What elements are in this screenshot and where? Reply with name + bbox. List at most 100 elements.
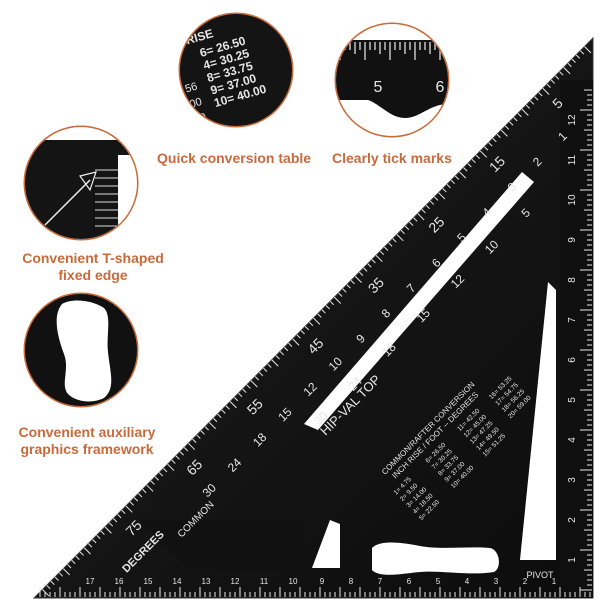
hypotenuse-tick	[313, 317, 321, 325]
hypotenuse-tick	[229, 401, 237, 409]
hypotenuse-tick	[163, 468, 168, 473]
vertical-number: 4	[567, 437, 578, 443]
bottom-number: 1	[552, 577, 557, 586]
hypotenuse-tick	[108, 522, 114, 527]
hypotenuse-tick	[233, 397, 239, 402]
hypotenuse-tick	[317, 313, 322, 318]
feature-label-tick-marks: Clearly tick marks	[332, 150, 452, 166]
hypotenuse-tick	[192, 438, 197, 444]
hypotenuse-tick	[421, 209, 426, 214]
hypotenuse-tick	[404, 225, 410, 230]
hypotenuse-tick	[238, 392, 243, 398]
bottom-number: 7	[378, 577, 383, 586]
hypotenuse-tick	[242, 388, 247, 393]
rise-side-value: 56	[184, 81, 199, 96]
hypotenuse-tick	[208, 422, 216, 430]
bottom-number: 4	[465, 577, 470, 586]
hypotenuse-tick	[104, 526, 112, 534]
hypotenuse-tick	[279, 351, 285, 356]
hypotenuse-tick	[263, 367, 268, 373]
hypotenuse-tick	[571, 58, 576, 63]
hypotenuse-tick	[346, 284, 351, 289]
hypotenuse-tick	[534, 96, 539, 101]
hypotenuse-tick	[442, 188, 447, 193]
hypotenuse-tick	[196, 434, 201, 439]
hypotenuse-tick	[75, 555, 80, 560]
bottom-number: 17	[86, 577, 95, 586]
hypotenuse-tick	[429, 200, 435, 205]
hypotenuse-tick	[375, 254, 383, 263]
hypotenuse-tick	[304, 326, 310, 331]
bubble-framework	[23, 292, 139, 408]
hypotenuse-tick	[463, 167, 468, 172]
hypotenuse-tick	[250, 380, 258, 388]
bottom-number: 16	[115, 577, 124, 586]
hypotenuse-tick	[475, 154, 481, 159]
hypotenuse-tick	[342, 288, 347, 293]
vertical-number: 7	[567, 317, 578, 323]
hypotenuse-tick	[146, 484, 154, 492]
hypotenuse-tick	[71, 559, 76, 565]
hypotenuse-tick	[446, 183, 451, 189]
ruler-number: 5	[374, 79, 383, 96]
bubble-t-edge	[23, 125, 139, 241]
hypotenuse-tick	[438, 192, 446, 200]
hypotenuse-tick	[321, 309, 326, 314]
hypotenuse-tick	[359, 271, 364, 276]
hypotenuse-tick	[425, 204, 430, 210]
hypotenuse-tick	[575, 54, 581, 59]
pivot-label: PIVOT	[526, 570, 554, 580]
hypotenuse-tick	[267, 363, 272, 368]
hypotenuse-tick	[67, 564, 72, 569]
hypotenuse-tick	[363, 267, 368, 272]
hypotenuse-tick	[563, 67, 571, 75]
hypotenuse-tick	[246, 384, 251, 389]
hypotenuse-tick	[500, 129, 508, 137]
feature-label-conversion-table: Quick conversion table	[157, 150, 312, 166]
grip-window	[372, 542, 499, 575]
hypotenuse-tick	[275, 355, 280, 360]
hypotenuse-tick	[400, 229, 405, 235]
hypotenuse-tick	[554, 75, 560, 80]
hypotenuse-tick	[54, 576, 59, 581]
hypotenuse-tick	[417, 213, 425, 221]
hypotenuse-tick	[454, 175, 460, 180]
hypotenuse-tick	[258, 371, 264, 377]
hypotenuse-tick	[488, 142, 493, 147]
square-fence	[560, 80, 593, 598]
hypotenuse-tick	[546, 83, 551, 88]
hypotenuse-tick	[50, 580, 55, 586]
hypotenuse-tick	[142, 488, 147, 494]
hypotenuse-tick	[434, 196, 439, 201]
hypotenuse-tick	[450, 179, 455, 185]
bottom-number: 10	[289, 577, 298, 586]
vertical-number: 8	[567, 277, 578, 283]
hypotenuse-tick	[333, 296, 342, 304]
fixed-edge	[25, 140, 130, 239]
hypotenuse-tick	[329, 300, 335, 306]
hypotenuse-tick	[204, 426, 209, 431]
hypotenuse-tick	[525, 104, 531, 109]
hypotenuse-tick	[413, 217, 418, 222]
hypotenuse-tick	[296, 334, 301, 339]
hypotenuse-tick	[225, 405, 230, 410]
feature-label-t-edge: Convenient T-shaped fixed edge	[22, 250, 164, 283]
hypotenuse-tick	[308, 321, 314, 327]
hypotenuse-tick	[371, 259, 376, 264]
ruler-number: 6	[436, 79, 445, 96]
hypotenuse-tick	[188, 442, 196, 451]
hypotenuse-tick	[300, 330, 305, 335]
vertical-number: 11	[567, 154, 578, 165]
hypotenuse-tick	[529, 100, 535, 105]
hypotenuse-tick	[325, 305, 330, 310]
hypotenuse-tick	[213, 417, 218, 423]
slot-diagonal	[304, 172, 534, 430]
hypotenuse-tick	[479, 150, 488, 158]
hypotenuse-tick	[521, 108, 529, 116]
hypotenuse-tick	[117, 513, 122, 519]
hypotenuse-tick	[79, 551, 84, 556]
rafter-square: 7565554535251553024181512109876543213024…	[32, 36, 594, 599]
hypotenuse-tick	[158, 472, 164, 477]
